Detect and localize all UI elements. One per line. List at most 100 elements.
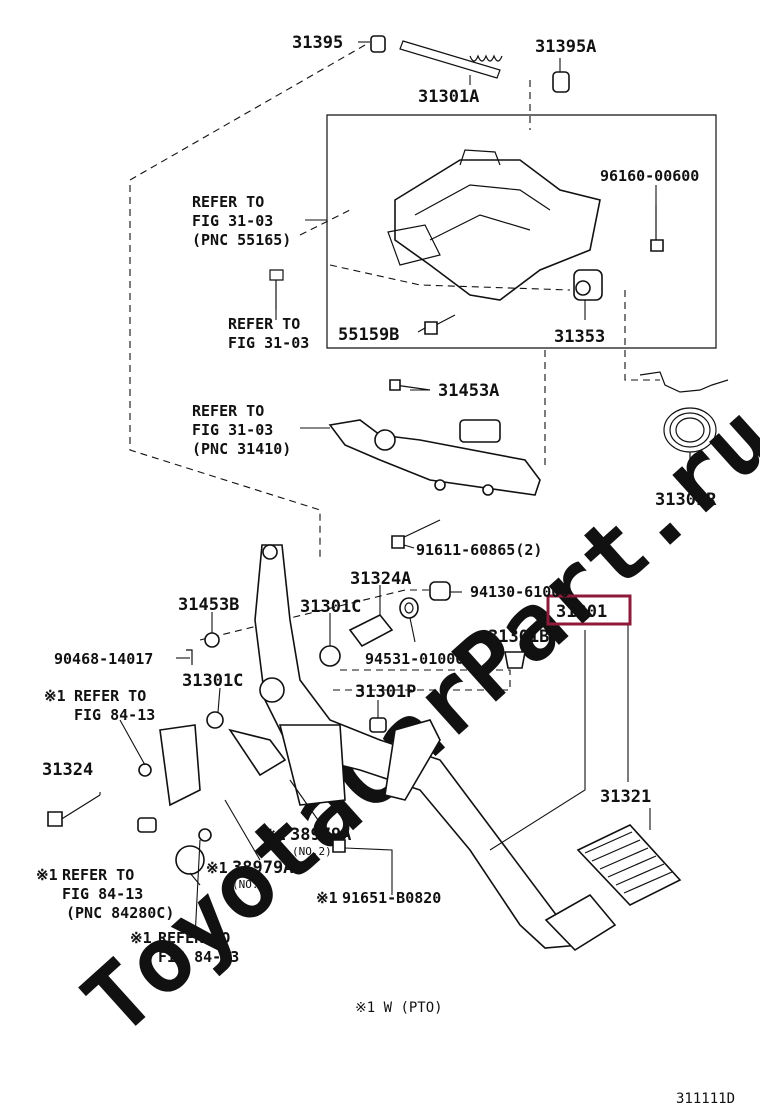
ref-4-line-1: REFER TO	[74, 687, 146, 705]
cushion-31301B-shape	[504, 651, 526, 669]
spring-coil-2	[669, 412, 711, 448]
pedal-clevis-bracket	[384, 719, 441, 801]
label-31353[interactable]: 31353	[554, 327, 605, 347]
pedal-pivot-boss	[259, 677, 285, 703]
label-31301B[interactable]: 31301B	[488, 627, 549, 647]
label-55159B[interactable]: 55159B	[338, 325, 399, 345]
ref-6-line-2: FIG 84-13	[158, 948, 239, 966]
pedal-pad-31321-shape	[576, 824, 682, 906]
cylinder-seal	[374, 429, 396, 451]
cylinder-mount-right	[482, 484, 494, 496]
label-94130-61000[interactable]: 94130-61000	[470, 583, 569, 601]
label-31321[interactable]: 31321	[600, 787, 651, 807]
bolt-55159B-head	[424, 321, 438, 335]
pedal-sensor-mount	[278, 724, 346, 806]
phantom-ref	[299, 209, 351, 236]
washer-94531-shape	[399, 597, 419, 619]
stopper-hole	[575, 280, 591, 296]
label-31324[interactable]: 31324	[42, 760, 93, 780]
pedal-pad-grip-lines	[584, 831, 673, 894]
label-94531-01000[interactable]: 94531-01000	[365, 650, 464, 668]
mark-38979A-no1: ※1	[206, 859, 228, 877]
pedal-stop-bracket	[228, 728, 287, 777]
label-38979A-no2[interactable]: 38979A	[290, 825, 351, 845]
ref-4-line-2: FIG 84-13	[74, 706, 155, 724]
label-96160-00600[interactable]: 96160-00600	[600, 167, 699, 185]
switch-38979A-no1-shape	[175, 845, 205, 875]
bracket-frame	[326, 114, 717, 349]
bushing-31395A-shape	[552, 71, 570, 93]
mark-91651: ※1	[316, 889, 338, 907]
mark-38979A-no2: ※1	[264, 826, 286, 844]
bushing-31301C-top-shape	[319, 645, 341, 667]
ref-2-line-1: REFER TO	[228, 315, 300, 333]
ref-5-line-1: REFER TO	[62, 866, 134, 884]
label-31395[interactable]: 31395	[292, 33, 343, 53]
bracket-detail-lines	[414, 149, 551, 241]
label-31453B[interactable]: 31453B	[178, 595, 239, 615]
cylinder-reservoir-port	[459, 419, 501, 443]
phantom-lines	[129, 44, 660, 691]
bushing-31395-shape	[370, 35, 386, 53]
rod-31301A-shape	[399, 40, 501, 79]
bolt-31324-head	[47, 811, 63, 827]
phantom-left	[129, 44, 366, 560]
bolt-left-shape	[269, 269, 284, 310]
clip-31301P-shape	[369, 717, 387, 733]
phantom-shaft	[330, 669, 511, 691]
spring-coil-3	[675, 417, 705, 443]
label-91651-B0820[interactable]: 91651-B0820	[342, 889, 441, 907]
pedal-assembly	[228, 544, 682, 952]
ref-2-line-2: FIG 31-03	[228, 334, 309, 352]
mark-ref-4: ※1	[44, 687, 66, 705]
return-spring	[639, 371, 729, 480]
label-31301A[interactable]: 31301A	[418, 87, 479, 107]
ref-3-line-3: (PNC 31410)	[192, 440, 291, 458]
nut-96160-shape	[650, 239, 664, 252]
master-cylinder	[328, 379, 541, 549]
label-31301R[interactable]: 31301R	[655, 490, 717, 510]
bolt-91651-head	[332, 839, 346, 853]
top-pin-assembly	[370, 35, 570, 93]
phantom-spring	[624, 290, 660, 381]
figure-code: 311111D	[676, 1091, 735, 1107]
phantom-bracket	[329, 264, 571, 291]
label-38979A-no1[interactable]: 38979A	[232, 858, 293, 878]
connector-84280C-shape	[137, 817, 157, 833]
reference-notes: REFER TO FIG 31-03 (PNC 55165) REFER TO …	[36, 193, 309, 966]
ref-5-line-3: (PNC 84280C)	[66, 904, 174, 922]
label-31324A[interactable]: 31324A	[350, 569, 411, 589]
sublabel-no1: (NO.1)	[232, 878, 272, 891]
label-31301C-bottom[interactable]: 31301C	[182, 671, 243, 691]
label-31395A[interactable]: 31395A	[535, 37, 596, 57]
label-31301P[interactable]: 31301P	[355, 682, 416, 702]
bracket-body-shape	[394, 159, 601, 301]
ref-5-line-2: FIG 84-13	[62, 885, 143, 903]
label-31301-highlighted[interactable]: 31301	[556, 602, 607, 622]
label-90468-14017[interactable]: 90468-14017	[54, 650, 153, 668]
mark-ref-6: ※1	[130, 929, 152, 947]
label-31301C-top[interactable]: 31301C	[300, 597, 361, 617]
label-91611-60865[interactable]: 91611-60865(2)	[416, 541, 542, 559]
ref-1-line-3: (PNC 55165)	[192, 231, 291, 249]
nut-31453B-shape	[204, 632, 220, 648]
ref-3-line-2: FIG 31-03	[192, 421, 273, 439]
spring-31301A-shape	[469, 54, 503, 62]
footnote-pto: ※1 W (PTO)	[355, 1000, 443, 1016]
bolt-91611-head	[391, 535, 405, 549]
bolt-31453A-stem	[394, 384, 431, 391]
cylinder-mount-left	[434, 479, 446, 491]
leader-lines	[99, 41, 691, 939]
bolt-31324-stem	[59, 794, 101, 821]
ref-6-line-1: REFER TO	[158, 929, 230, 947]
collar-31324A-shape	[348, 613, 394, 648]
switch-bracket-shape	[159, 724, 201, 807]
ref-3-line-1: REFER TO	[192, 402, 264, 420]
part-labels: 31395 31395A 31301A 96160-00600 55159B 3…	[42, 33, 717, 907]
ref-1-line-1: REFER TO	[192, 193, 264, 211]
label-31453A[interactable]: 31453A	[438, 381, 499, 401]
bracket-flange-shape	[387, 224, 441, 266]
bracket-nut-shape	[138, 763, 152, 777]
bracket-box	[269, 114, 717, 349]
